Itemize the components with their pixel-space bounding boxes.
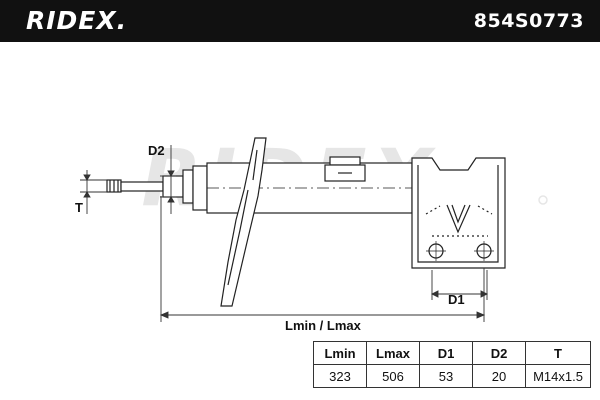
- d1-label: D1: [448, 292, 465, 307]
- header-lmax: Lmax: [366, 341, 420, 365]
- shock-absorber-drawing: RIDEX: [80, 134, 548, 322]
- header-d1: D1: [419, 341, 473, 365]
- d2-label: D2: [148, 143, 165, 158]
- part-number: 854S0773: [473, 10, 584, 32]
- dimension-lines: [80, 145, 489, 322]
- strut-outline: [106, 137, 506, 307]
- specs-value-row: 323 506 53 20 M14x1.5: [313, 364, 591, 388]
- length-label: Lmin / Lmax: [285, 318, 361, 333]
- brand-logo: RIDEX.: [26, 6, 128, 35]
- specs-table: Lmin Lmax D1 D2 T 323 506 53 20 M14x1.5: [313, 341, 591, 388]
- header-lmin: Lmin: [313, 341, 367, 365]
- specs-header-row: Lmin Lmax D1 D2 T: [313, 341, 591, 365]
- value-t: M14x1.5: [525, 364, 591, 388]
- value-d2: 20: [472, 364, 526, 388]
- header-bar: RIDEX. 854S0773: [0, 0, 600, 42]
- value-lmax: 506: [366, 364, 420, 388]
- t-label: T: [75, 200, 83, 215]
- header-t: T: [525, 341, 591, 365]
- value-lmin: 323: [313, 364, 367, 388]
- header-d2: D2: [472, 341, 526, 365]
- value-d1: 53: [419, 364, 473, 388]
